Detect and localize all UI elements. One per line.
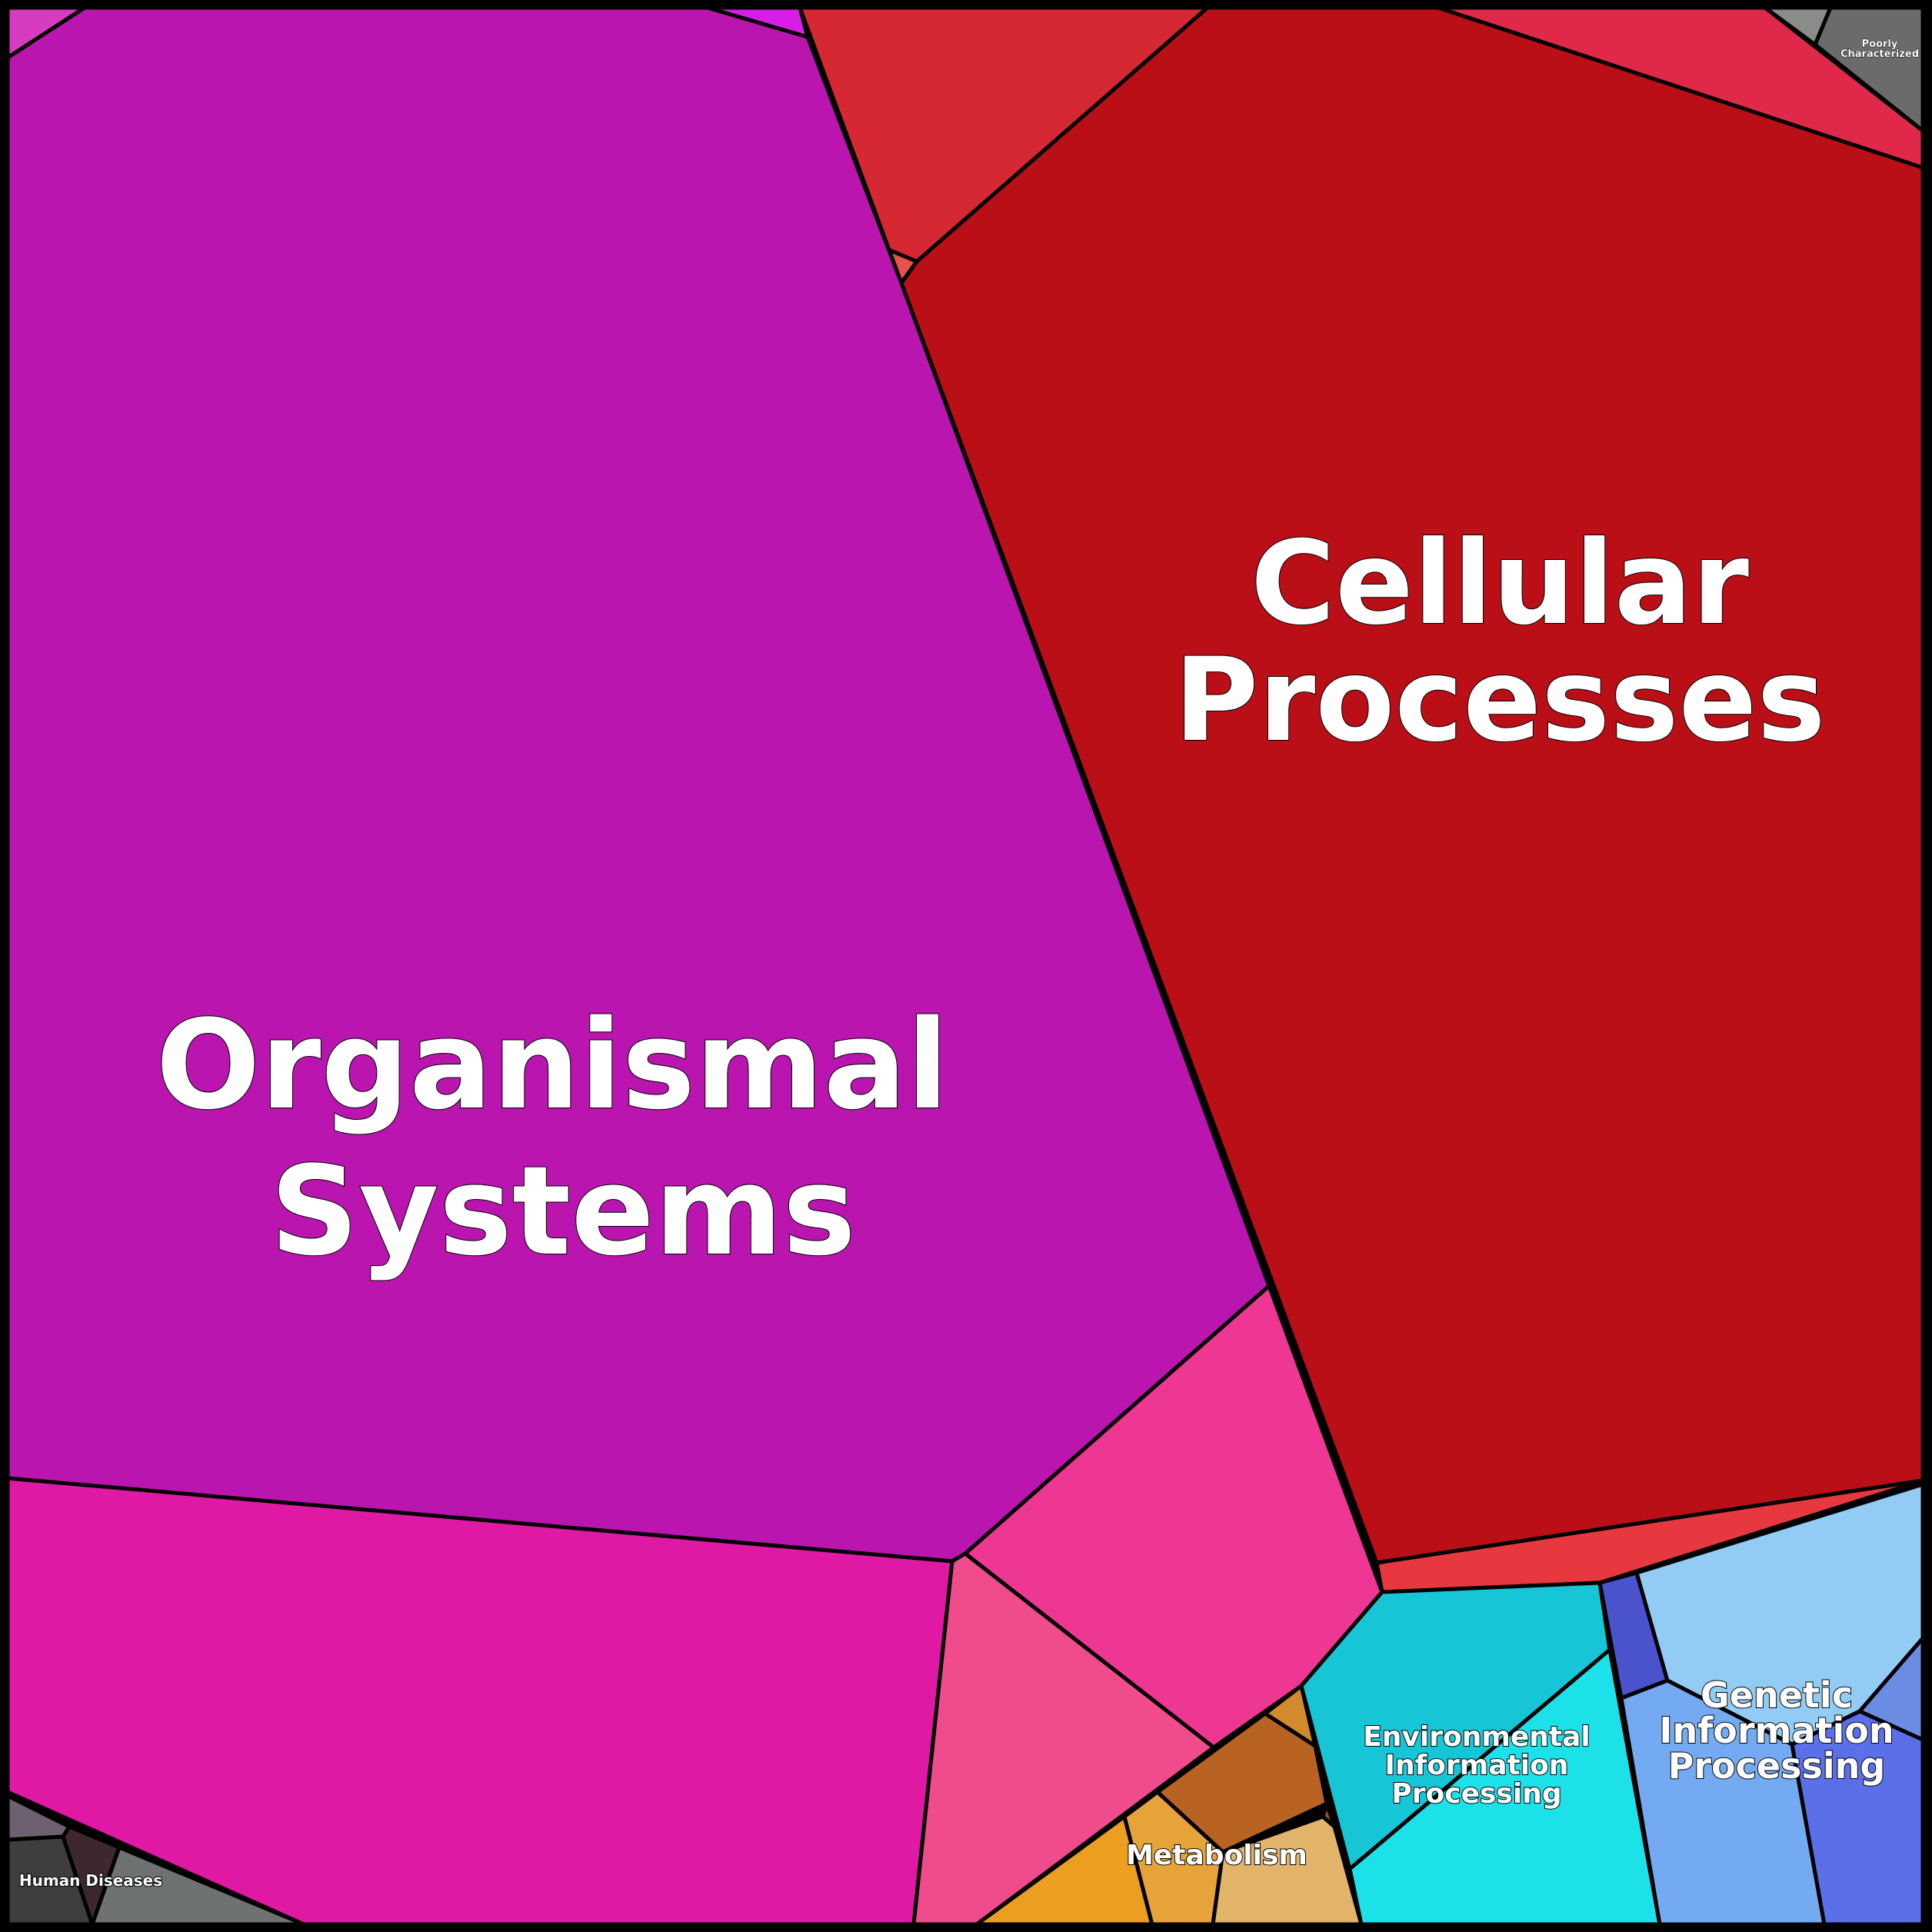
genetic-cell-5 [1790, 1709, 1925, 1927]
label-cellular-processes-2: Processes [1174, 634, 1825, 768]
label-environmental-2: Information [1385, 1750, 1569, 1781]
label-organismal-systems-2: Systems [270, 1139, 856, 1283]
metabolism-cell-3 [1155, 1711, 1329, 1854]
label-genetic-1: Genetic [1700, 1674, 1853, 1716]
metabolism-cell-4 [1211, 1814, 1364, 1927]
label-organismal-systems-1: Organismal [156, 993, 949, 1137]
label-metabolism: Metabolism [1126, 1840, 1307, 1871]
label-environmental-3: Processing [1391, 1778, 1561, 1810]
label-cellular-processes-1: Cellular [1251, 517, 1749, 651]
metabolism-cell-6 [1321, 1801, 1337, 1829]
label-genetic-3: Processing [1668, 1745, 1886, 1787]
label-human-diseases: Human Diseases [19, 1871, 162, 1890]
label-environmental-1: Environmental [1363, 1721, 1591, 1753]
label-poorly-characterized-2: Characterized [1840, 48, 1919, 60]
label-poorly-characterized-1: Poorly [1862, 38, 1898, 50]
label-genetic-2: Information [1659, 1710, 1894, 1751]
